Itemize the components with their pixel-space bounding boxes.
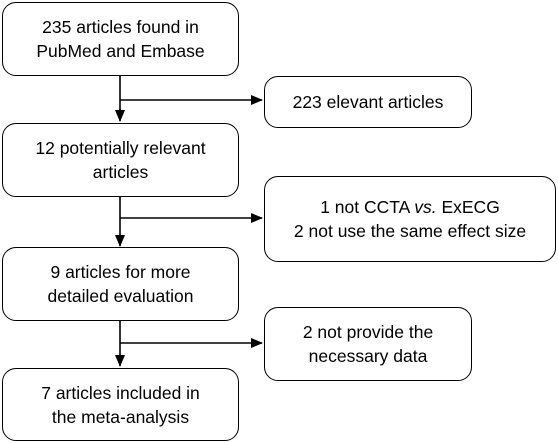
excluded-criteria-italic: vs. (414, 197, 437, 217)
box-potentially-relevant-line2: articles (92, 162, 149, 182)
box-excluded-missing-data-line1: 2 not provide the (302, 322, 434, 342)
box-excluded-criteria-line2: 2 not use the same effect size (293, 221, 527, 241)
box-detailed-evaluation: 9 articles for more detailed evaluation (2, 247, 239, 321)
box-detailed-evaluation-line2: detailed evaluation (47, 286, 194, 306)
box-detailed-evaluation-line1: 9 articles for more (50, 262, 191, 282)
box-articles-found-line2: PubMed and Embase (36, 41, 205, 61)
box-excluded-missing-data-line2: necessary data (308, 346, 428, 366)
box-articles-found: 235 articles found in PubMed and Embase (2, 2, 239, 76)
box-excluded-criteria: 1 not CCTA vs. ExECG 2 not use the same … (264, 176, 556, 262)
box-excluded-missing-data: 2 not provide the necessary data (264, 307, 472, 381)
box-potentially-relevant: 12 potentially relevant articles (2, 123, 239, 197)
box-included-line2: the meta-analysis (51, 406, 190, 427)
box-excluded-irrelevant: 223 elevant articles (264, 76, 472, 128)
box-included: 7 articles included in the meta-analysis (2, 368, 239, 441)
box-articles-found-line1: 235 articles found in (42, 17, 199, 37)
box-included-line1: 7 articles included in (41, 382, 200, 403)
excluded-criteria-suffix: ExECG (436, 197, 500, 217)
box-potentially-relevant-line1: 12 potentially relevant (35, 138, 206, 158)
excluded-criteria-prefix: 1 not CCTA (320, 197, 415, 217)
box-excluded-criteria-line1: 1 not CCTA vs. ExECG (294, 195, 526, 219)
box-excluded-irrelevant-line1: 223 elevant articles (292, 92, 444, 112)
